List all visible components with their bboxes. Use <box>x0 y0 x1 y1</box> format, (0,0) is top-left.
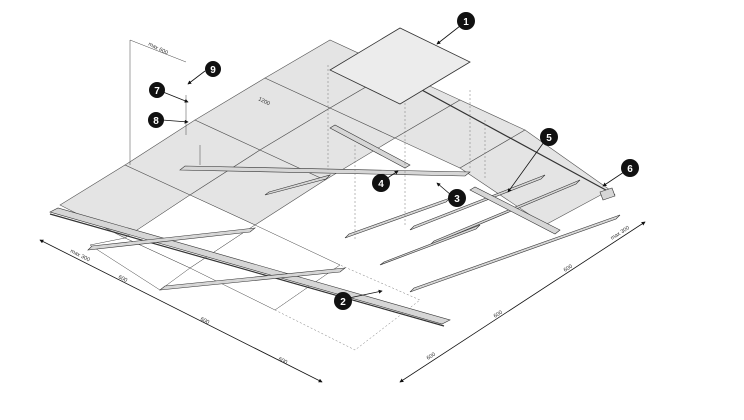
cross-tee <box>379 224 481 266</box>
dim-front-600-b: 600 <box>199 316 210 326</box>
callout-1: 1 <box>457 12 475 30</box>
callout-3-label: 3 <box>454 194 460 205</box>
dim-right-600-b: 600 <box>493 310 504 320</box>
callout-6: 6 <box>621 159 639 177</box>
callout-4-label: 4 <box>378 179 384 190</box>
ceiling-tile <box>329 27 471 105</box>
callout-5-label: 5 <box>546 133 552 144</box>
callout-1-label: 1 <box>463 17 469 28</box>
callout-3: 3 <box>448 189 466 207</box>
callout-8: 8 <box>148 112 164 128</box>
callout-8-label: 8 <box>153 116 159 127</box>
dim-span-1200: 1200 <box>257 96 271 107</box>
callout-9-label: 9 <box>210 65 216 76</box>
main-runner <box>329 124 411 169</box>
callout-2-label: 2 <box>340 297 346 308</box>
callout-7: 7 <box>149 82 165 98</box>
cross-tee <box>264 174 332 196</box>
callout-9: 9 <box>205 61 221 77</box>
hanger-wires <box>129 39 486 240</box>
dim-right-600-a: 600 <box>563 264 574 274</box>
right-dimensions: 600 600 600 max 300 <box>399 221 646 383</box>
callout-7-label: 7 <box>154 86 160 97</box>
dim-max-600: max 600 <box>147 41 169 56</box>
dim-front-600-a: 600 <box>117 274 128 284</box>
dim-front-600-c: 600 <box>277 356 288 366</box>
callout-5: 5 <box>540 128 558 146</box>
dim-right-600-c: 600 <box>426 352 437 362</box>
callout-2: 2 <box>334 292 352 310</box>
callout-4: 4 <box>372 174 390 192</box>
callout-leaders <box>161 25 625 299</box>
wall-angle <box>599 187 616 201</box>
callout-6-label: 6 <box>627 164 633 175</box>
main-runner <box>409 214 621 293</box>
